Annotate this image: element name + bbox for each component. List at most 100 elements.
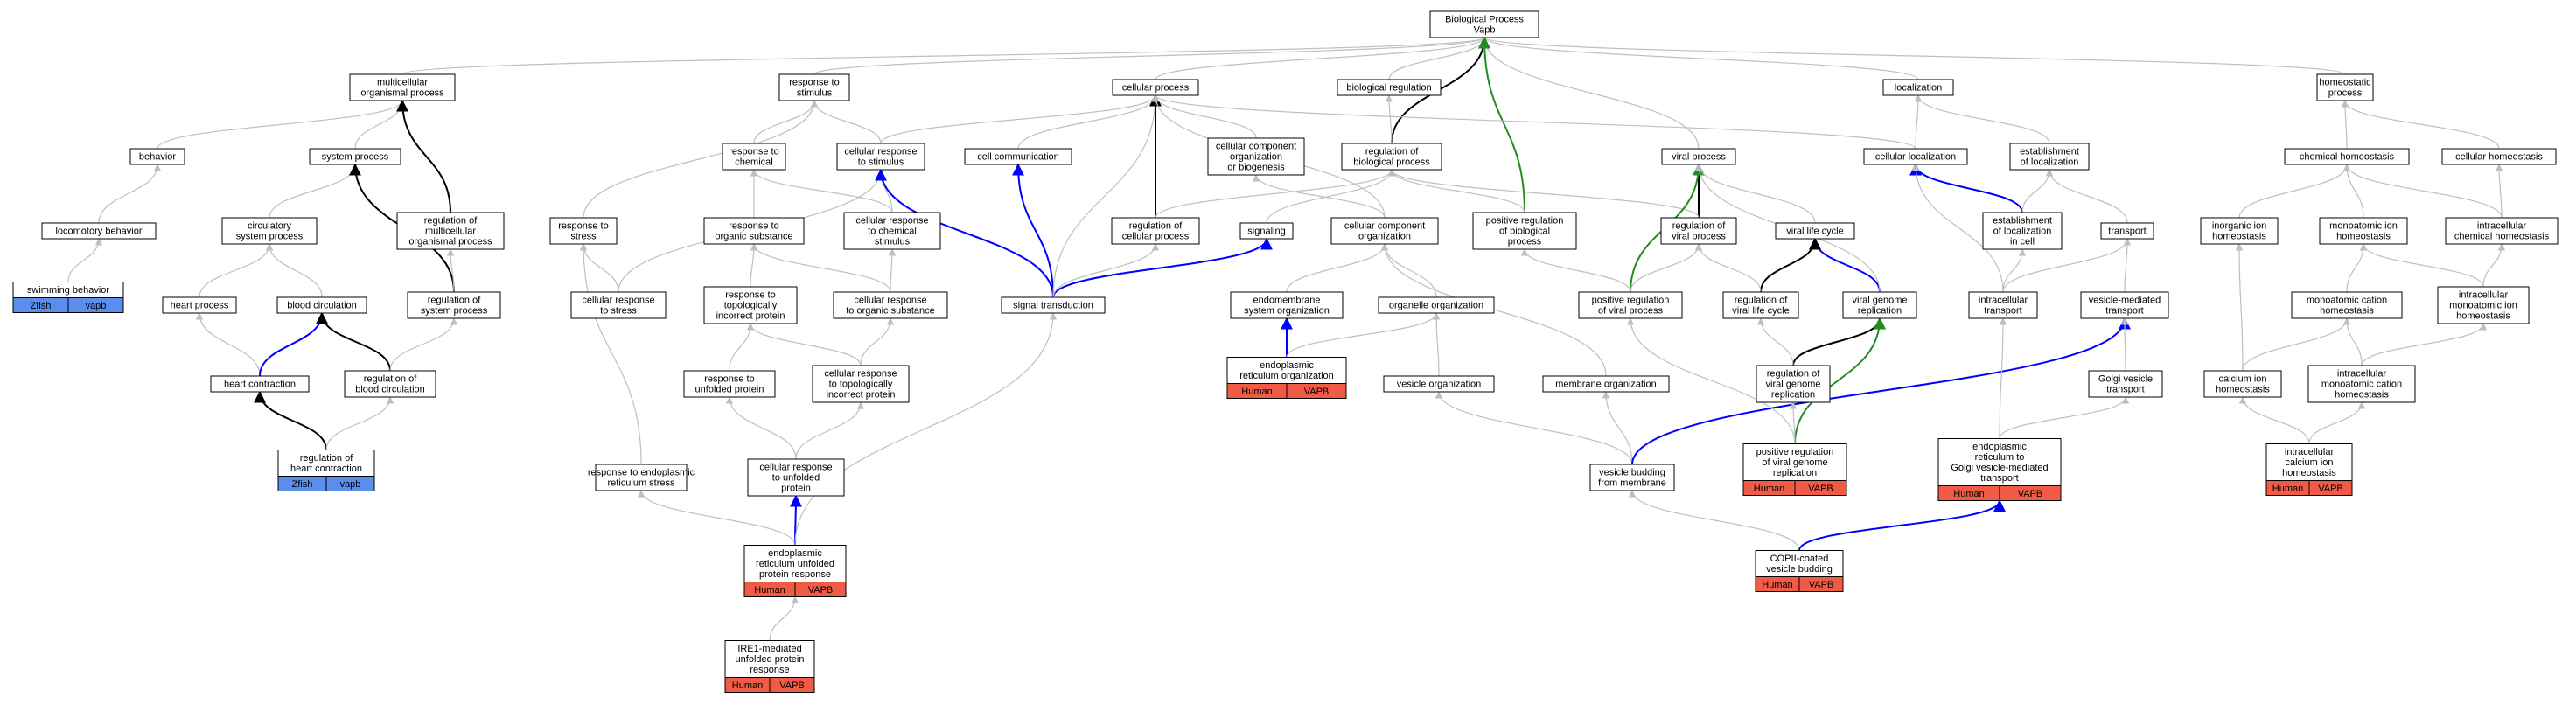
term-node-signaling[interactable]: signaling xyxy=(1239,222,1294,240)
term-node-localization[interactable]: localization xyxy=(1882,79,1954,96)
term-label: chemical homeostasis xyxy=(2454,232,2550,242)
term-label: chemical xyxy=(735,157,772,168)
term-label: protein xyxy=(781,484,811,494)
term-label: cell communication xyxy=(977,152,1059,163)
gene-label: VAPB xyxy=(2318,484,2343,494)
edge-is-a xyxy=(753,100,819,144)
term-label: cellular process xyxy=(1122,83,1190,94)
term-node-mem-org[interactable]: membrane organization xyxy=(1542,375,1670,393)
term-node-sig-trans[interactable]: signal transduction xyxy=(1001,296,1106,314)
term-label: heart process xyxy=(171,301,229,311)
term-node-viral-life[interactable]: viral life cycle xyxy=(1775,222,1855,240)
term-box xyxy=(2203,370,2282,398)
term-label: Vapb xyxy=(1474,25,1496,36)
edge-is-a xyxy=(1387,169,1700,219)
term-label: reticulum unfolded xyxy=(756,559,834,569)
edge-regulates xyxy=(254,390,327,450)
term-node-blood-circ[interactable]: blood circulation xyxy=(276,296,367,314)
term-label: response to xyxy=(725,290,775,301)
term-node-bio-reg[interactable]: biological regulation xyxy=(1337,79,1442,96)
edge-is-a xyxy=(2002,248,2027,293)
species-label: Human xyxy=(732,680,763,691)
term-label: vesicle budding xyxy=(1766,564,1833,575)
term-node-cell-comm[interactable]: cell communication xyxy=(964,148,1072,165)
term-node-behavior[interactable]: behavior xyxy=(129,148,185,165)
term-label: intracellular xyxy=(2477,221,2527,232)
term-label: intracellular xyxy=(2285,447,2335,457)
term-node-heart-contr[interactable]: heart contraction xyxy=(210,375,310,393)
term-label: unfolded protein xyxy=(695,385,764,395)
term-node-loco-behav[interactable]: locomotory behavior xyxy=(41,222,157,240)
term-node-viral-proc[interactable]: viral process xyxy=(1661,148,1736,165)
term-node-sys-proc[interactable]: system process xyxy=(309,148,401,165)
term-node-organelle[interactable]: organelle organization xyxy=(1378,296,1495,314)
term-box xyxy=(964,148,1072,165)
term-node-cell-loc[interactable]: cellular localization xyxy=(1863,148,1968,165)
term-box xyxy=(836,143,925,171)
term-box xyxy=(1337,79,1442,96)
term-node-chem-homeo[interactable]: chemical homeostasis xyxy=(2284,148,2410,165)
term-label: system process xyxy=(322,152,389,163)
term-node-transport[interactable]: transport xyxy=(2100,222,2154,240)
term-node-ves-org[interactable]: vesicle organization xyxy=(1383,375,1495,393)
edge-is-a xyxy=(637,490,796,546)
term-node-cell-homeo[interactable]: cellular homeostasis xyxy=(2441,148,2557,165)
term-node-heart-proc[interactable]: heart process xyxy=(162,296,237,314)
edges-layer xyxy=(67,36,2506,641)
term-node-cell-proc[interactable]: cellular process xyxy=(1112,79,1199,96)
